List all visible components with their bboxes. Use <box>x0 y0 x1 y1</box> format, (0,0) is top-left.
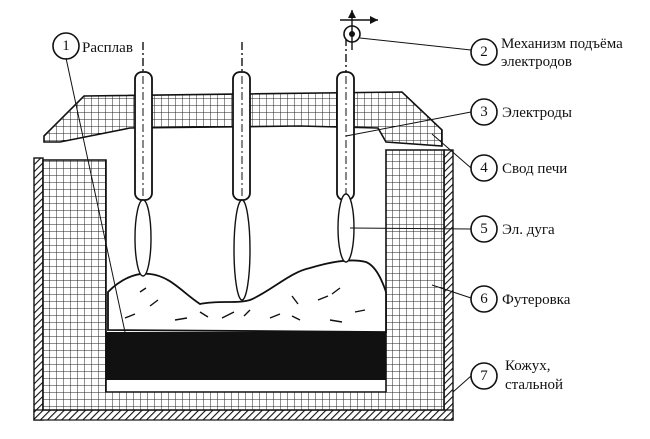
callout-6-number: 6 <box>480 291 488 307</box>
lift-mechanism-icon <box>340 10 378 50</box>
callout-3: 3 Электроды <box>470 98 572 126</box>
leader-lines <box>65 37 472 393</box>
callout-2-number: 2 <box>480 44 488 60</box>
callout-4: 4 Свод печи <box>470 154 567 182</box>
callout-5: 5 Эл. дуга <box>470 215 555 243</box>
electrode-right <box>336 38 355 263</box>
callout-6: 6 Футеровка <box>470 285 571 313</box>
callout-2-label-line2: электродов <box>501 54 572 70</box>
callout-4-label: Свод печи <box>502 161 567 177</box>
callout-2-label-line1: Механизм подъёма <box>501 36 623 52</box>
electrode-middle <box>232 42 251 301</box>
callout-3-number: 3 <box>480 104 488 120</box>
callout-4-number: 4 <box>480 160 488 176</box>
callout-6-label: Футеровка <box>502 292 571 308</box>
callout-7-label-line2: стальной <box>505 377 563 393</box>
electrode-left <box>134 42 153 277</box>
callout-2: 2 Механизм подъёма электродов <box>470 36 623 70</box>
callout-1-number: 1 <box>62 38 70 54</box>
callout-7-number: 7 <box>480 368 488 384</box>
melt-layer <box>106 332 386 380</box>
charge-pile <box>107 259 387 333</box>
callout-7-label-line1: Кожух, <box>505 358 551 374</box>
callout-5-label: Эл. дуга <box>502 222 555 238</box>
callout-3-label: Электроды <box>502 105 572 121</box>
callout-5-number: 5 <box>480 221 488 237</box>
callout-7: 7 Кожух, стальной <box>470 358 563 393</box>
furnace-lining <box>42 149 445 411</box>
callout-1-label: Расплав <box>82 40 133 56</box>
callout-1: 1 Расплав <box>52 32 133 60</box>
